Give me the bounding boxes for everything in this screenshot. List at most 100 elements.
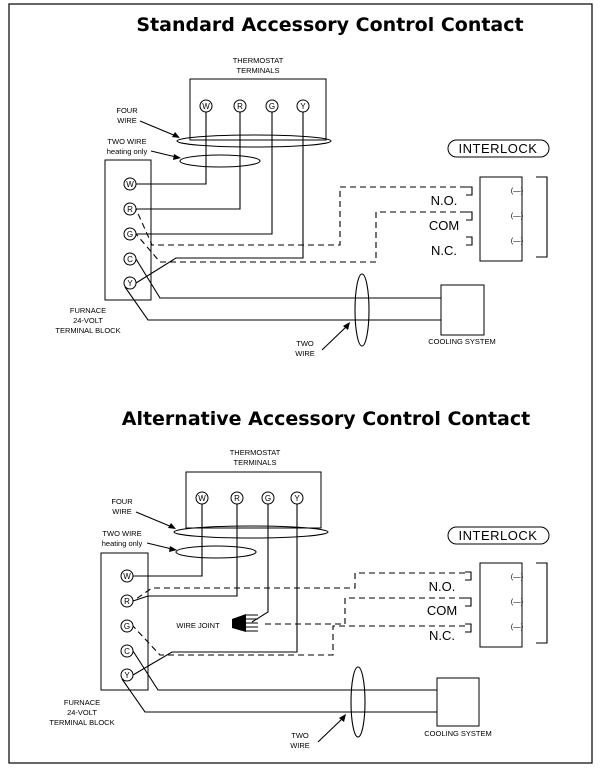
svg-text:G: G — [269, 102, 275, 111]
diagram-title: Standard Accessory Control Contact — [136, 14, 523, 36]
cooling-system-box — [436, 677, 480, 727]
interlock-badge: INTERLOCK — [447, 526, 550, 545]
thermostat-terminal-r: R — [233, 99, 247, 113]
contact-label-nc: N.C. — [429, 628, 455, 643]
furnace-label-line-1: FURNACE — [64, 698, 100, 707]
contact-label-no: N.O. — [431, 193, 458, 208]
svg-text:(—): (—) — [511, 622, 524, 631]
interlock-relay-block — [479, 562, 523, 648]
thermostat-label-line-1: THERMOSTAT — [233, 56, 284, 65]
thermostat-terminal-y: Y — [296, 99, 310, 113]
svg-text:W: W — [123, 572, 131, 581]
four-wire-label-line-2: WIRE — [112, 507, 132, 516]
thermostat-terminal-g: G — [265, 99, 279, 113]
svg-text:R: R — [127, 205, 133, 214]
relay-contacts: (—) (—) (—) — [465, 571, 524, 633]
svg-text:Y: Y — [300, 102, 306, 111]
thermostat-terminal-r: R — [230, 491, 244, 505]
two-wire-heating-label-line-1: TWO WIRE — [102, 529, 141, 538]
thermostat-terminal-w: W — [195, 491, 209, 505]
two-wire-cooling-cable-ellipse — [354, 273, 370, 347]
furnace-label-line-3: TERMINAL BLOCK — [49, 718, 114, 727]
page-border — [8, 3, 593, 764]
furnace-label-line-2: 24-VOLT — [73, 316, 103, 325]
furnace-terminal-r: R — [123, 202, 137, 216]
four-wire-label-line-2: WIRE — [117, 116, 137, 125]
diagram-title: Alternative Accessory Control Contact — [122, 408, 530, 430]
diagram-standard: Standard Accessory Control Contact THERM… — [55, 14, 550, 358]
furnace-terminal-c: C — [120, 644, 134, 658]
svg-text:G: G — [265, 494, 271, 503]
svg-text:G: G — [124, 622, 130, 631]
four-wire-cable-ellipse — [176, 134, 332, 148]
thermostat-terminal-w: W — [199, 99, 213, 113]
wire-joint-label: WIRE JOINT — [176, 621, 220, 630]
furnace-label-line-1: FURNACE — [70, 306, 106, 315]
svg-text:(—): (—) — [511, 186, 524, 195]
svg-text:Y: Y — [294, 494, 300, 503]
thermostat-label-line-1: THERMOSTAT — [230, 448, 281, 457]
svg-text:R: R — [234, 494, 240, 503]
furnace-terminal-r: R — [120, 594, 134, 608]
svg-text:INTERLOCK: INTERLOCK — [459, 528, 538, 543]
svg-text:Y: Y — [124, 671, 130, 680]
interlock-badge: INTERLOCK — [447, 139, 550, 158]
svg-text:INTERLOCK: INTERLOCK — [459, 141, 538, 156]
interlock-bracket — [536, 176, 548, 258]
interlock-relay-block — [479, 176, 523, 262]
thermostat-terminal-g: G — [261, 491, 275, 505]
svg-text:G: G — [127, 230, 133, 239]
contact-label-nc: N.C. — [431, 243, 457, 258]
svg-text:W: W — [126, 180, 134, 189]
thermostat-label-line-2: TERMINALS — [237, 66, 280, 75]
dashed-wire-com — [262, 597, 465, 625]
furnace-terminal-w: W — [120, 569, 134, 583]
wire-joint-icon — [232, 614, 258, 632]
thermostat-terminal-y: Y — [290, 491, 304, 505]
dashed-wire-no — [132, 572, 465, 602]
two-wire-heating-cable-ellipse — [175, 545, 257, 559]
cooling-system-box — [440, 284, 485, 336]
dashed-wire-g — [132, 625, 465, 656]
svg-text:W: W — [198, 494, 206, 503]
two-wire-label-line-1: TWO — [291, 731, 309, 740]
svg-text:Y: Y — [127, 279, 133, 288]
two-wire-heating-label-line-2: heating only — [107, 147, 148, 156]
cooling-system-label: COOLING SYSTEM — [428, 337, 496, 346]
svg-text:(—): (—) — [511, 236, 524, 245]
contact-label-no: N.O. — [429, 579, 456, 594]
two-wire-heating-cable-ellipse — [179, 154, 261, 168]
svg-text:(—): (—) — [511, 572, 524, 581]
furnace-terminal-c: C — [123, 252, 137, 266]
relay-contacts: (—) (—) (—) — [466, 186, 524, 246]
four-wire-label-line-1: FOUR — [116, 106, 138, 115]
thermostat-label-line-2: TERMINALS — [234, 458, 277, 467]
svg-text:W: W — [202, 102, 210, 111]
furnace-terminal-g: G — [123, 227, 137, 241]
contact-label-com: COM — [429, 218, 459, 233]
two-wire-heating-label-line-2: heating only — [102, 539, 143, 548]
two-wire-heating-label-line-1: TWO WIRE — [107, 137, 146, 146]
two-wire-label-line-1: TWO — [296, 339, 314, 348]
svg-text:(—): (—) — [511, 211, 524, 220]
two-wire-label-line-2: WIRE — [290, 741, 310, 750]
svg-text:C: C — [127, 255, 133, 264]
svg-text:C: C — [124, 647, 130, 656]
svg-text:R: R — [237, 102, 243, 111]
two-wire-label-line-2: WIRE — [295, 349, 315, 358]
contact-label-com: COM — [427, 603, 457, 618]
svg-text:R: R — [124, 597, 130, 606]
svg-text:(—): (—) — [511, 597, 524, 606]
interlock-bracket — [536, 562, 548, 644]
furnace-label-line-3: TERMINAL BLOCK — [55, 326, 120, 335]
furnace-label-line-2: 24-VOLT — [67, 708, 97, 717]
cooling-system-label: COOLING SYSTEM — [424, 729, 492, 738]
two-wire-cooling-cable-ellipse — [350, 666, 366, 738]
four-wire-label-line-1: FOUR — [111, 497, 133, 506]
four-wire-cable-ellipse — [173, 525, 329, 539]
dashed-wire-com — [135, 211, 466, 263]
furnace-terminal-g: G — [120, 619, 134, 633]
furnace-terminal-w: W — [123, 177, 137, 191]
diagram-alternative: Alternative Accessory Control Contact TH… — [49, 408, 550, 750]
